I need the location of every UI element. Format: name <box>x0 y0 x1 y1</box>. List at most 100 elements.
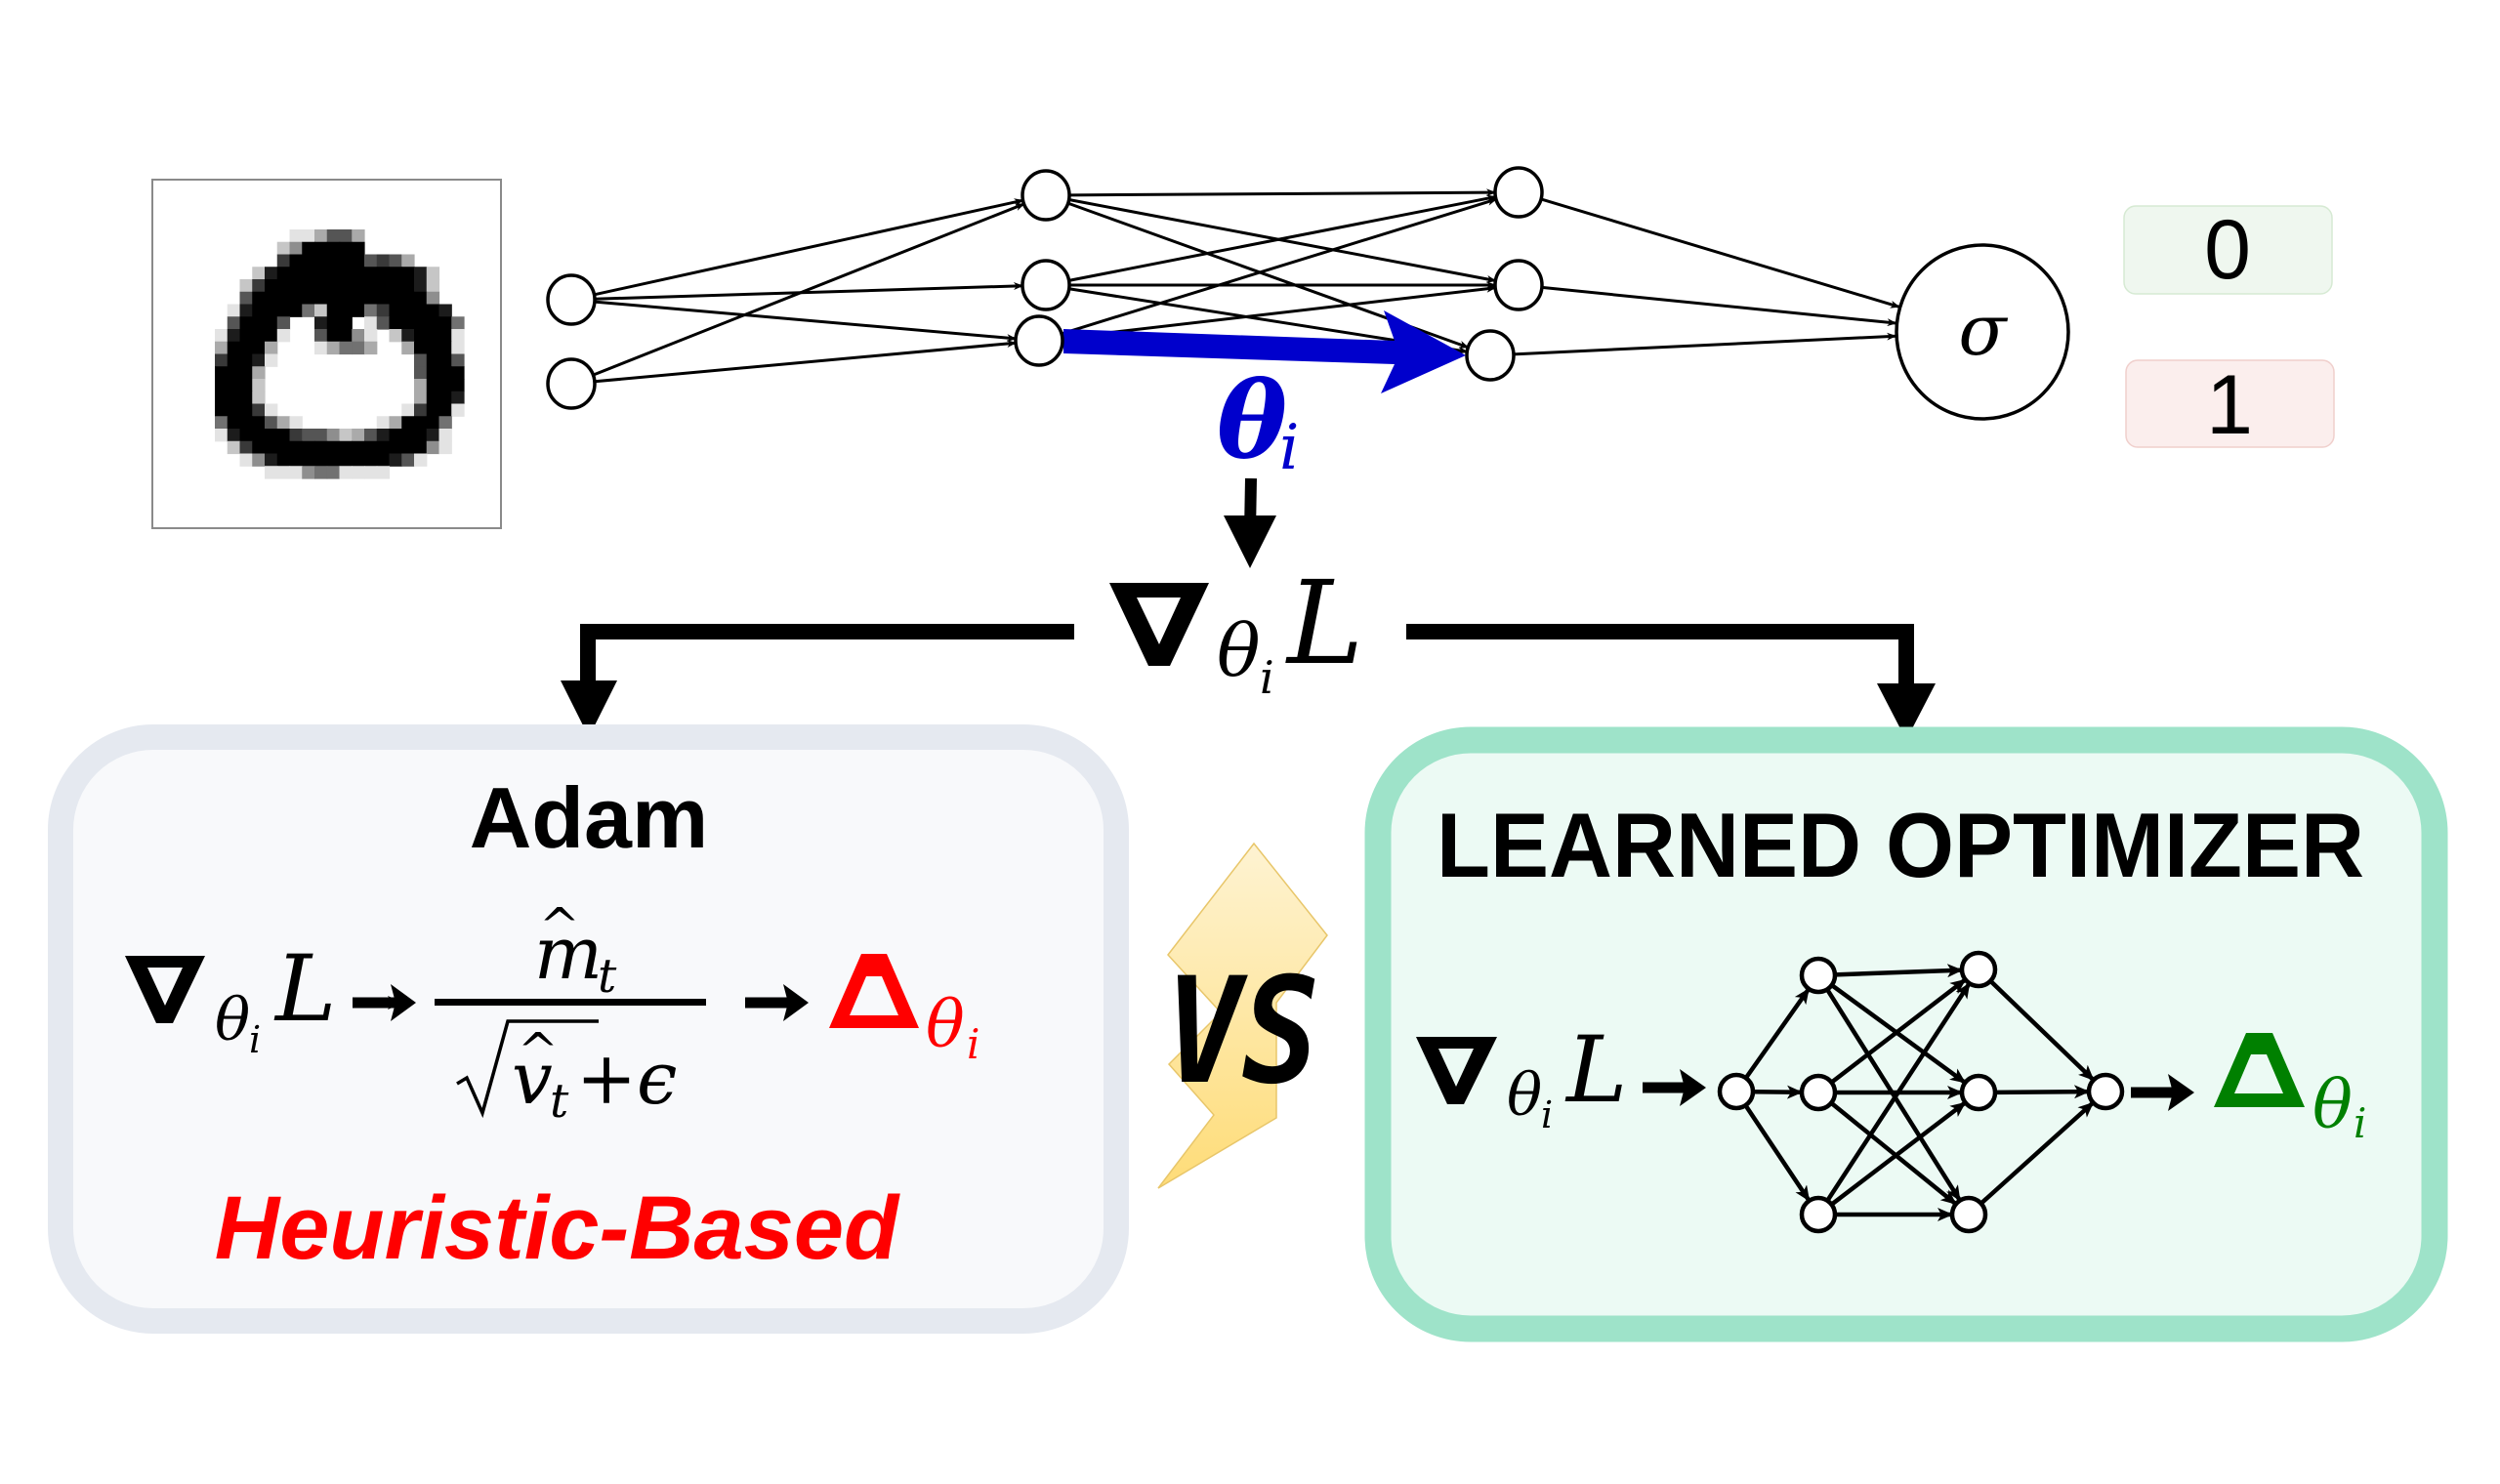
adam-grad-loss: L <box>273 936 336 1043</box>
digit-pixel <box>438 329 452 343</box>
digit-pixel <box>414 379 428 392</box>
digit-pixel <box>239 416 253 430</box>
digit-pixel <box>326 453 341 467</box>
digit-pixel <box>227 366 241 380</box>
gradient-subscript-symbol: θ <box>1217 609 1261 693</box>
digit-pixel <box>314 466 328 479</box>
lo-grad-loss: L <box>1564 1017 1627 1124</box>
digit-pixel <box>302 466 315 479</box>
digit-pixel <box>265 466 278 479</box>
digit-pixel <box>314 267 328 280</box>
digit-pixel <box>252 353 266 367</box>
digit-pixel <box>426 429 440 442</box>
digit-pixel <box>414 279 428 293</box>
adam-denominator-hat: ^ <box>518 1022 559 1079</box>
digit-pixel <box>326 316 341 330</box>
digit-pixel <box>339 440 353 455</box>
digit-pixel <box>314 329 328 343</box>
digit-pixel <box>414 416 428 430</box>
digit-pixel <box>352 429 365 442</box>
sigma-symbol: σ <box>1958 289 2008 371</box>
digit-pixel <box>215 353 229 367</box>
adam-denominator: v <box>512 1037 553 1121</box>
digit-pixel <box>252 379 266 392</box>
highlighted-weight-arrow <box>1063 310 1466 393</box>
digit-pixel <box>289 279 303 293</box>
adam-grad-sub-index: i <box>249 1018 261 1061</box>
optimizer-network-node <box>1717 1072 1756 1111</box>
network-edge <box>594 340 1018 384</box>
digit-pixel <box>326 229 341 243</box>
adam-grad-sub-symbol: θ <box>215 986 250 1054</box>
digit-pixel <box>438 304 452 317</box>
digit-pixel <box>326 304 341 317</box>
digit-pixel <box>414 403 428 417</box>
digit-pixel <box>364 254 378 268</box>
input-image <box>151 179 502 529</box>
network-edge <box>1825 982 1972 1202</box>
digit-pixel <box>276 241 291 256</box>
digit-pixel <box>215 391 229 405</box>
network-edge <box>594 198 1024 297</box>
learned-optimizer-title: LEARNED OPTIMIZER <box>1437 794 2364 896</box>
digit-pixel <box>401 416 415 430</box>
digit-pixel <box>426 353 440 367</box>
top-network-edges <box>592 188 1900 384</box>
digit-pixel <box>239 440 253 455</box>
digit-pixel <box>239 279 253 293</box>
adam-numerator-subscript: t <box>598 949 617 1004</box>
digit-pixel <box>239 366 253 380</box>
network-edge <box>1743 1103 1812 1203</box>
network-edge <box>592 202 1025 377</box>
digit-pixel <box>227 341 241 355</box>
digit-pixel <box>401 279 415 293</box>
digit-pixel <box>376 416 391 430</box>
digit-pixel <box>289 229 303 243</box>
versus-label: VS <box>1165 947 1319 1117</box>
digit-pixel <box>389 279 402 293</box>
optimizer-network-node <box>1799 956 1838 995</box>
digit-pixel <box>401 267 415 280</box>
digit-pixel <box>339 229 353 243</box>
network-node <box>1021 259 1071 311</box>
network-node <box>1465 329 1516 382</box>
optimizer-network-node <box>1959 1073 1998 1112</box>
connector-left <box>561 624 1074 737</box>
digit-pixel <box>276 429 291 442</box>
digit-pixel <box>252 267 266 280</box>
digit-pixel <box>314 304 328 317</box>
digit-pixel <box>376 304 391 317</box>
digit-pixel <box>302 229 315 243</box>
digit-pixel <box>401 341 415 355</box>
digit-pixel <box>414 304 428 317</box>
digit-pixel <box>314 291 328 306</box>
digit-pixel <box>401 291 415 306</box>
digit-pixel <box>389 416 402 430</box>
digit-pixel <box>265 440 278 455</box>
adam-caption: Heuristic-Based <box>215 1178 900 1278</box>
digit-pixel <box>326 279 341 293</box>
digit-pixel <box>376 429 391 442</box>
digit-pixel <box>239 403 253 417</box>
digit-pixel <box>276 291 291 306</box>
digit-pixel <box>438 403 452 417</box>
digit-pixel <box>252 453 266 467</box>
digit-pixel <box>426 403 440 417</box>
network-edge <box>1830 983 1967 1085</box>
digit-pixel <box>252 329 266 343</box>
digit-pixel <box>389 254 402 268</box>
optimizer-network-node <box>1959 950 1998 989</box>
digit-pixel <box>438 341 452 355</box>
connector-right <box>1406 624 1936 740</box>
digit-pixel <box>451 329 465 343</box>
digit-pixel <box>426 267 440 280</box>
gradient-loss-symbol: L <box>1285 556 1363 690</box>
digit-pixel <box>326 440 341 455</box>
digit-pixel <box>302 241 315 256</box>
digit-pixel <box>227 429 241 442</box>
digit-pixel <box>364 440 378 455</box>
digit-pixel <box>326 466 341 479</box>
digit-pixel <box>239 429 253 442</box>
digit-pixel <box>389 453 402 467</box>
